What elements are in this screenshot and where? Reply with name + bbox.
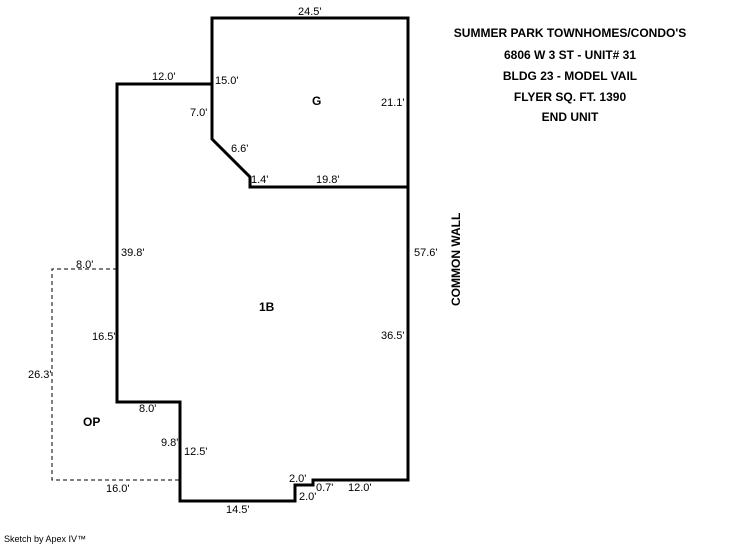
dim-label: 15.0' — [215, 75, 239, 87]
room-label-patio: OP — [83, 415, 100, 429]
dim-label: 12.5' — [184, 446, 208, 458]
common-wall-label: COMMON WALL — [449, 213, 463, 306]
dim-label: 21.1' — [381, 97, 405, 109]
dim-label: 39.8' — [121, 247, 145, 259]
dim-label: 2.0' — [289, 473, 306, 485]
header-line-address: 6806 W 3 ST - UNIT# 31 — [503, 48, 637, 62]
dim-label: 16.5' — [92, 331, 116, 343]
room-label-living: 1B — [259, 300, 275, 314]
dim-label: 57.6' — [414, 247, 438, 259]
living-area-outline — [115, 16, 410, 503]
dim-label: 1.4' — [251, 174, 268, 186]
dim-label: 14.5' — [226, 504, 250, 516]
patio-outline — [51, 268, 180, 481]
header-line-model: BLDG 23 - MODEL VAIL — [502, 69, 638, 83]
dim-label: 8.0' — [76, 259, 93, 271]
header-line-sqft: FLYER SQ. FT. 1390 — [513, 90, 627, 104]
dim-label: 7.0' — [190, 107, 207, 119]
dim-label: 12.0' — [152, 71, 176, 83]
dim-label: 16.0' — [106, 483, 130, 495]
dim-label: 0.7' — [316, 482, 333, 494]
dim-label: 36.5' — [381, 330, 405, 342]
dim-label: 26.3' — [28, 369, 52, 381]
dim-label: 9.8' — [161, 437, 178, 449]
dim-label: 6.6' — [231, 143, 248, 155]
dim-label: 19.8' — [316, 174, 340, 186]
header-line-unit-type: END UNIT — [541, 110, 599, 124]
garage-outline — [210, 84, 408, 189]
header-line-project: SUMMER PARK TOWNHOMES/CONDO'S — [453, 26, 687, 40]
dim-label: 24.5' — [298, 6, 322, 18]
room-label-garage: G — [312, 94, 321, 108]
dim-label: 12.0' — [348, 482, 372, 494]
sketch-credit: Sketch by Apex IV™ — [4, 534, 87, 544]
dim-label: 8.0' — [139, 403, 156, 415]
dim-label: 2.0' — [299, 491, 316, 503]
